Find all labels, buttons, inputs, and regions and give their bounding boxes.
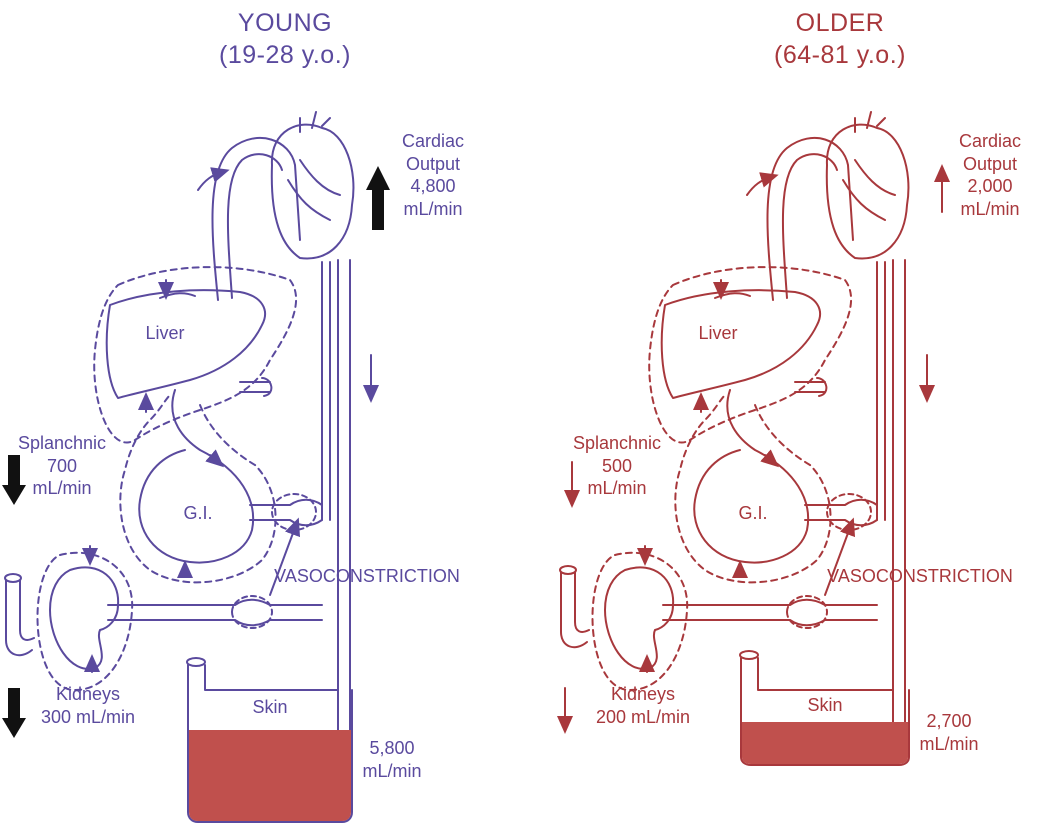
age-range: (19-28 y.o.) [219, 41, 351, 69]
young-panel: YOUNG (19-28 y.o.) Cardiac Output 4,800 … [2, 9, 465, 823]
cardiac-output-label: Cardiac Output 2,000 mL/min [958, 131, 1022, 219]
liver-label: Liver [698, 323, 738, 343]
aorta [211, 137, 301, 301]
gi-outline [693, 389, 810, 564]
change-arrows [2, 166, 390, 738]
kidneys-decrease-arrow [2, 688, 26, 738]
skin-flow-label: 5,800 mL/min [362, 738, 422, 781]
aorta [766, 137, 854, 301]
kidney-outline [49, 566, 120, 670]
skin-label: Skin [807, 695, 843, 715]
splanchnic-label: Splanchnic 700 mL/min [17, 433, 107, 498]
skin-label: Skin [252, 697, 288, 717]
gi-outline [138, 389, 255, 564]
vena-cava [337, 259, 351, 801]
cardiac-output-label: Cardiac Output 4,800 mL/min [401, 131, 465, 219]
vasoconstriction-label: VASOCONSTRICTION [827, 566, 1013, 586]
skin-flow-label: 2,700 mL/min [919, 711, 979, 754]
skin-blood-level [742, 722, 908, 764]
kidney-outline [604, 566, 675, 670]
age-range: (64-81 y.o.) [774, 41, 906, 69]
vasoconstriction-label: VASOCONSTRICTION [274, 566, 460, 586]
liver-label: Liver [145, 323, 185, 343]
vena-cava [892, 259, 906, 746]
splanchnic-label: Splanchnic 500 mL/min [572, 433, 662, 498]
panel-title: OLDER [795, 9, 885, 37]
older-circulation-diagram [557, 111, 950, 766]
skin-blood-level [189, 730, 351, 821]
liver-outline [105, 289, 267, 399]
liver-outline [660, 289, 822, 399]
heart [270, 123, 355, 260]
cardiac-increase-arrow [366, 166, 390, 230]
panel-title: YOUNG [237, 9, 333, 37]
splanchnic-decrease-arrow [2, 455, 26, 505]
heart [825, 123, 910, 260]
young-circulation-diagram [2, 111, 390, 823]
older-panel: OLDER (64-81 y.o.) Cardiac Output 2,000 … [525, 0, 1050, 827]
kidneys-label: Kidneys 300 mL/min [40, 684, 136, 727]
kidneys-label: Kidneys 200 mL/min [595, 684, 691, 727]
gi-label: G.I. [183, 503, 213, 523]
gi-label: G.I. [738, 503, 768, 523]
